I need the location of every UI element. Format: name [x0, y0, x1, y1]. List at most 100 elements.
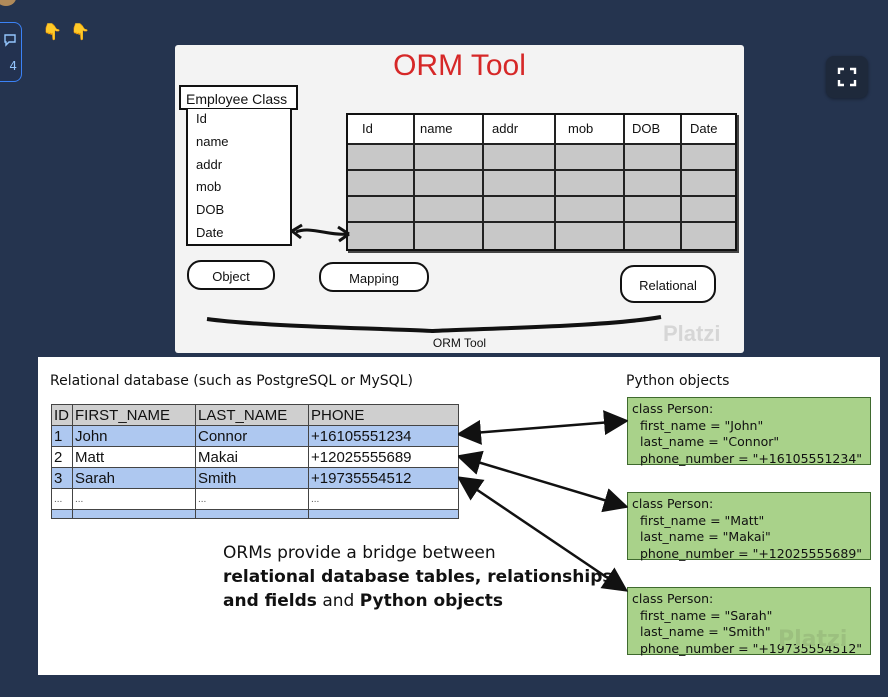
orm-tool-diagram: ORM Tool Employee Class Id name addr mob…: [175, 45, 744, 353]
diagram-title: ORM Tool: [393, 49, 526, 82]
class-field: Id: [196, 111, 207, 126]
platzi-watermark: Platzi: [778, 627, 848, 652]
table-header: DOB: [632, 121, 661, 136]
table-cell: +19735554512: [308, 467, 459, 489]
table-divider: [413, 115, 415, 249]
table-row: ... ... ... ...: [51, 488, 459, 510]
platzi-watermark: Platzi: [663, 321, 721, 346]
fullscreen-button[interactable]: [826, 56, 868, 98]
table-cell: ...: [51, 488, 73, 510]
relational-bubble: Relational: [620, 265, 716, 303]
fullscreen-icon: [837, 67, 857, 87]
table-divider: [348, 221, 735, 223]
table-cell: +16105551234: [308, 425, 459, 447]
class-field: Date: [196, 225, 224, 240]
table-row: 3 Sarah Smith +19735554512: [51, 467, 459, 489]
avatar: [0, 0, 16, 6]
table-cell: Smith: [195, 467, 309, 489]
table-header: Date: [690, 121, 718, 136]
caption-line: ORMs provide a bridge between: [223, 543, 496, 563]
python-objects-label: Python objects: [626, 373, 730, 389]
orm-bridge-diagram: Relational database (such as PostgreSQL …: [38, 357, 880, 675]
table-cell: [72, 509, 196, 519]
table-divider: [623, 115, 625, 249]
database-table: ID FIRST_NAME LAST_NAME PHONE 1 John Con…: [51, 404, 459, 519]
table-divider: [554, 115, 556, 249]
mapping-bubble: Mapping: [319, 262, 429, 292]
table-row: 1 John Connor +16105551234: [51, 425, 459, 447]
column-header: ID: [51, 404, 73, 426]
caption-bold: and fields: [223, 591, 317, 611]
caption-bold: Python objects: [359, 591, 504, 611]
table-row: 2 Matt Makai +12025555689: [51, 446, 459, 468]
attr-line: last_name = "Makai": [640, 529, 771, 544]
attr-line: first_name = "Matt": [640, 512, 765, 528]
table-divider: [348, 143, 735, 145]
table-divider: [680, 115, 682, 143]
python-object: class Person: first_name = "John" last_n…: [627, 397, 871, 466]
caption-line: relational database tables, relationship…: [223, 565, 613, 589]
class-name-label: Employee Class: [179, 85, 298, 110]
table-cell: Connor: [195, 425, 309, 447]
table-cell: +12025555689: [308, 446, 459, 468]
table-cell: 1: [51, 425, 73, 447]
table-row: [51, 509, 459, 519]
object-bubble: Object: [187, 260, 275, 290]
attr-line: first_name = "Sarah": [640, 607, 773, 623]
python-object: class Person: first_name = "Sarah" last_…: [627, 587, 871, 656]
table-divider: [680, 115, 682, 249]
pointing-down-emoji-1: 👇: [42, 22, 62, 41]
table-cell: [195, 509, 309, 519]
class-fields-box: Id name addr mob DOB Date: [186, 109, 292, 246]
table-cell: ...: [308, 488, 459, 510]
comment-icon: [4, 34, 16, 47]
brace-line: [206, 315, 662, 334]
class-field: DOB: [196, 202, 225, 217]
comment-count: 4: [9, 59, 17, 73]
column-header: LAST_NAME: [195, 404, 309, 426]
pointing-down-emoji-2: 👇: [70, 22, 90, 41]
table-cell: Matt: [72, 446, 196, 468]
attr-line: phone_number = "+16105551234": [640, 450, 863, 466]
table-cell: ...: [195, 488, 309, 510]
class-field: mob: [196, 179, 222, 194]
table-divider: [348, 195, 735, 197]
table-cell: 2: [51, 446, 73, 468]
table-divider: [348, 169, 735, 171]
table-divider: [554, 115, 556, 143]
class-field: name: [196, 134, 229, 149]
table-cell: 3: [51, 467, 73, 489]
table-header-row: ID FIRST_NAME LAST_NAME PHONE: [51, 404, 459, 426]
table-header: addr: [492, 121, 519, 136]
python-object: class Person: first_name = "Matt" last_n…: [627, 492, 871, 561]
column-header: FIRST_NAME: [72, 404, 196, 426]
attr-line: last_name = "Smith": [640, 624, 771, 639]
table-divider: [482, 115, 484, 143]
table-cell: Makai: [195, 446, 309, 468]
attr-line: phone_number = "+19735554512": [640, 640, 863, 656]
bridge-caption: ORMs provide a bridge between relational…: [223, 541, 613, 613]
table-divider: [482, 115, 484, 249]
relational-table: Id name addr mob DOB Date: [346, 113, 737, 251]
table-header-row: [348, 115, 735, 143]
table-header: Id: [362, 121, 373, 136]
table-header: name: [420, 121, 453, 136]
comment-count-button[interactable]: 4: [0, 22, 22, 82]
attr-line: first_name = "John": [640, 417, 764, 433]
class-line: class Person:: [632, 591, 714, 606]
attr-line: phone_number = "+12025555689": [640, 545, 863, 561]
table-cell: [51, 509, 73, 519]
table-cell: [308, 509, 459, 519]
caption-line: and fields and Python objects: [223, 589, 613, 613]
mapping-arrows: [458, 410, 628, 592]
attr-line: last_name = "Connor": [640, 434, 780, 449]
database-label: Relational database (such as PostgreSQL …: [50, 373, 413, 389]
table-divider: [623, 115, 625, 143]
caption-bold: relational database tables, relationship…: [223, 567, 613, 587]
table-cell: John: [72, 425, 196, 447]
class-line: class Person:: [632, 401, 714, 416]
table-header: mob: [568, 121, 594, 136]
column-header: PHONE: [308, 404, 459, 426]
caption-plain: and: [316, 591, 360, 611]
class-line: class Person:: [632, 496, 714, 511]
